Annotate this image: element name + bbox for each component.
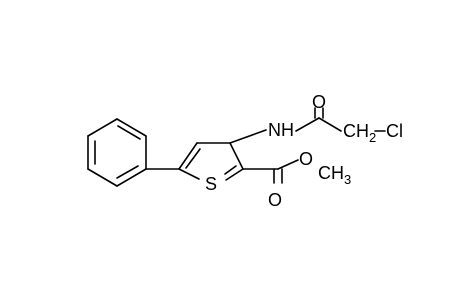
bond [224,165,237,175]
bond [116,118,147,137]
bond [225,168,244,181]
atom-ester-oxygen-single-label: O [299,149,313,169]
bond [178,142,198,170]
methyl-main-text: CH [318,163,344,183]
atom-nitrogen-label: NH [268,120,294,140]
atom-ester-oxygen-double-label: O [268,190,282,210]
bond [229,129,267,144]
atom-amide-oxygen-label: O [312,92,326,112]
bond [116,168,147,187]
bond [87,118,118,137]
thiophene-ring [178,142,244,181]
bond [185,148,201,169]
bond [117,125,141,140]
atom-chlorine-label: Cl [386,121,403,141]
methylene-subscript: 2 [369,130,376,145]
bond [229,142,244,170]
bond [87,168,118,187]
methyl-subscript: 3 [344,172,351,187]
bond [116,165,139,179]
bond [318,117,342,132]
atom-methylene-label: CH2 [343,121,376,145]
methylene-main-text: CH [343,121,369,141]
bond [277,159,299,170]
bond [295,117,320,132]
bond [178,168,200,180]
atom-methyl-label: CH3 [318,163,351,187]
atom-sulfur-label: S [205,174,217,194]
phenyl-ring [87,118,147,187]
